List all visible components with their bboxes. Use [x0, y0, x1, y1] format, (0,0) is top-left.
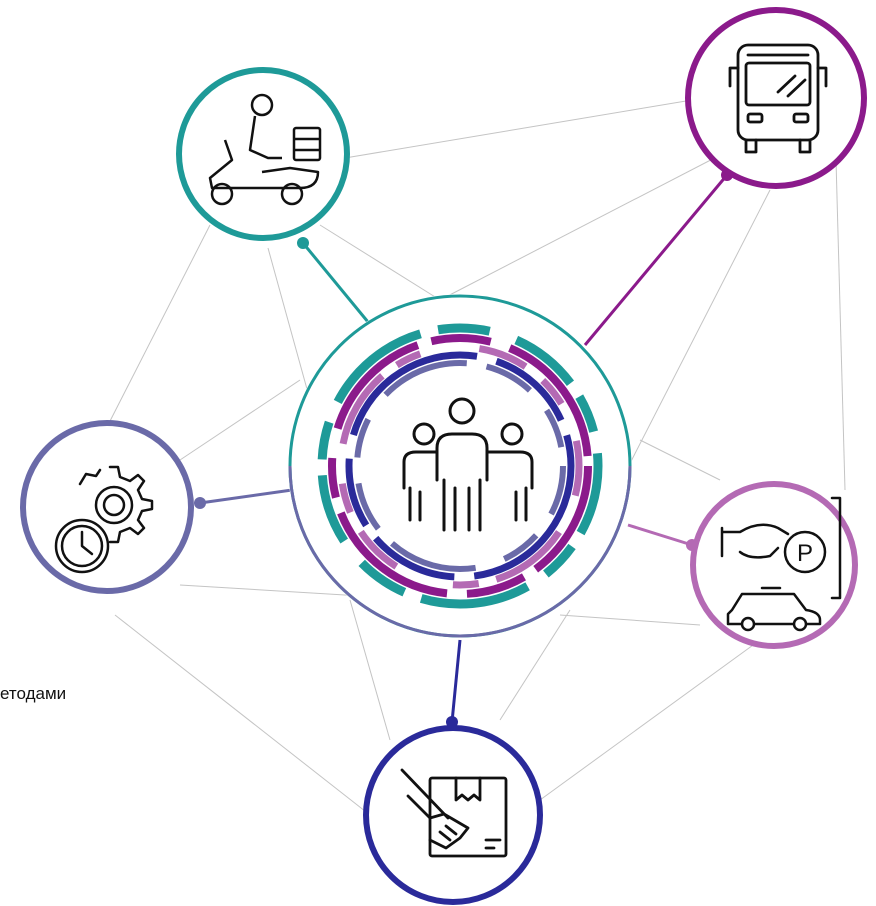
bus-icon — [728, 43, 828, 154]
connector-courier — [301, 242, 370, 323]
delivery-scooter-icon — [208, 93, 322, 206]
parking-payment-icon: P — [720, 496, 842, 632]
connector-handover — [450, 639, 462, 723]
connector-parking — [627, 523, 693, 547]
web-lines — [107, 99, 846, 816]
parking-node: P — [690, 481, 858, 649]
courier-node — [176, 67, 350, 241]
package-handover-icon — [400, 768, 508, 858]
handover-node — [363, 725, 543, 905]
gear-clock-icon — [54, 465, 154, 574]
partial-caption-text: етодами — [0, 684, 67, 703]
connectors — [199, 174, 729, 723]
hub-rings — [317, 323, 603, 609]
bus-node — [685, 7, 867, 189]
settings-node — [20, 420, 194, 594]
connector-settings — [199, 488, 293, 505]
connector-bus — [583, 174, 729, 346]
svg-text:P: P — [797, 540, 813, 567]
hub-node — [288, 294, 632, 638]
people-group-icon — [402, 397, 534, 532]
